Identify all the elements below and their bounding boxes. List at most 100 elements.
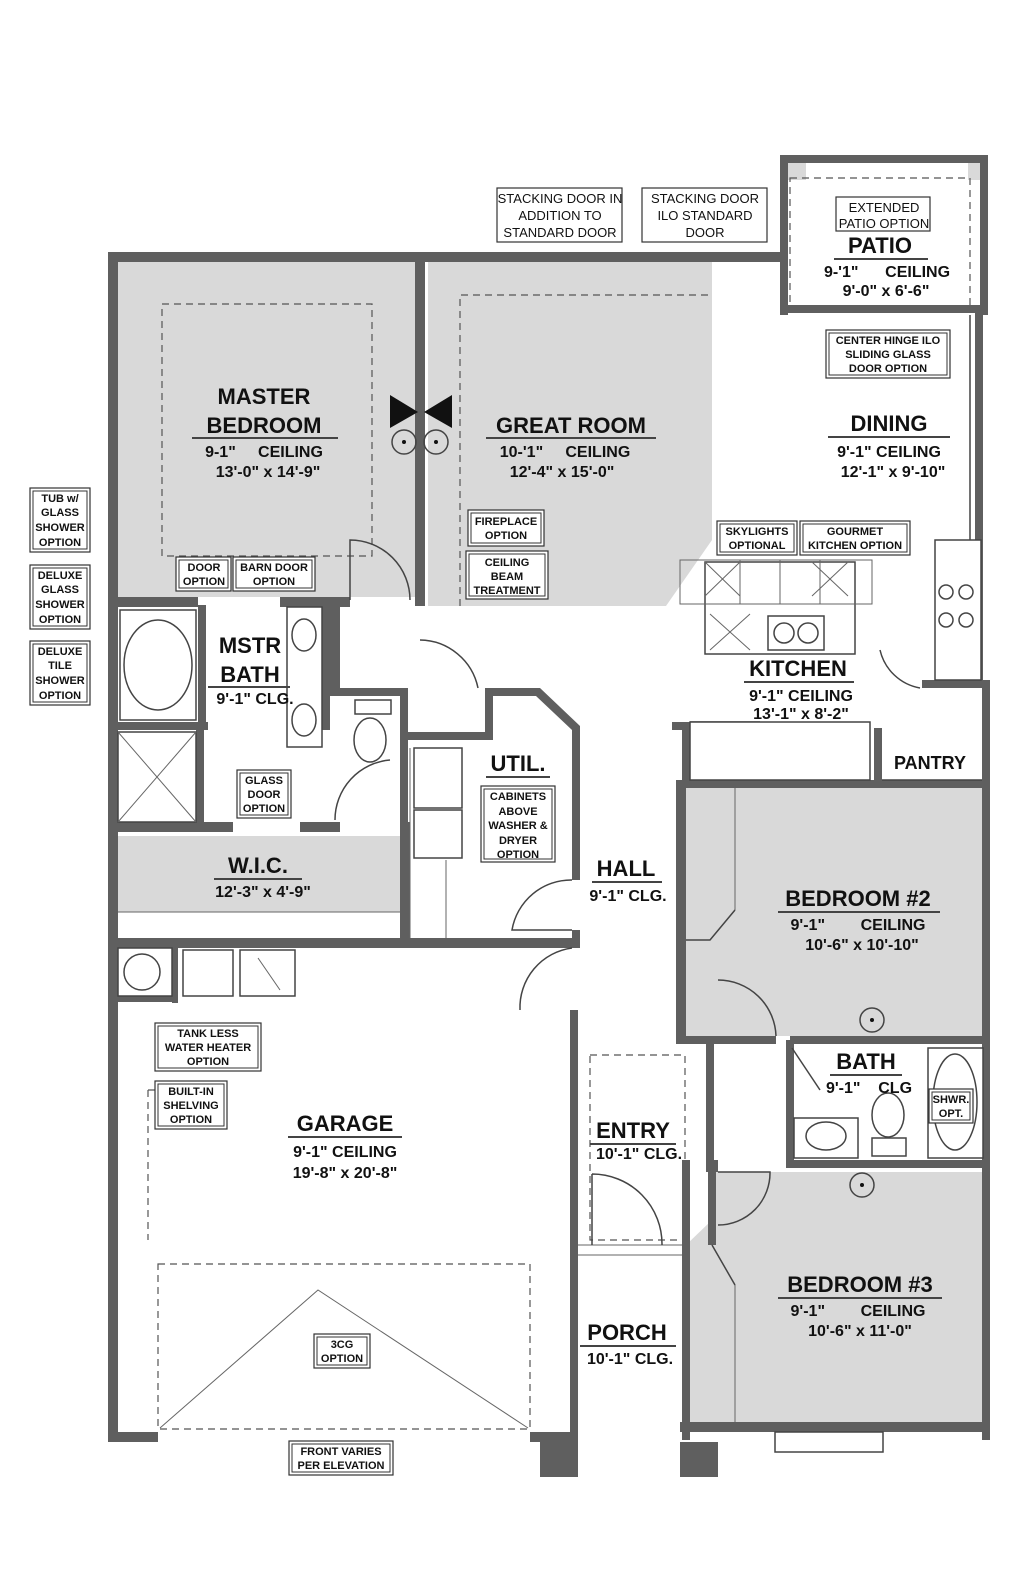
shelving-box	[154, 1080, 228, 1130]
skylight-x2	[704, 561, 741, 597]
barn-door-1: BARN DOOR	[240, 562, 308, 574]
wall-master-great-low	[415, 542, 425, 606]
stacking-door-ilo-3: DOOR	[686, 225, 725, 240]
deluxe-tile-shower-4: OPTION	[39, 690, 81, 702]
wall-patio-top	[780, 155, 988, 163]
fan-2	[423, 429, 449, 455]
master-bedroom-ceiling: 9-1" CEILING	[205, 444, 323, 461]
bed3-window	[774, 1431, 884, 1453]
util-washer	[413, 809, 463, 859]
wall-hall-east	[676, 780, 686, 1040]
wall-util-east-2	[572, 930, 580, 948]
mech-unit-1	[182, 949, 234, 997]
stacking-door-addition-3: STANDARD DOOR	[503, 225, 616, 240]
hall-closet-door	[419, 639, 479, 689]
glass-door-3: OPTION	[243, 803, 285, 815]
wc-tank	[354, 699, 392, 715]
doors	[334, 539, 921, 1246]
door-option-2: OPTION	[183, 576, 225, 588]
fireplace-2: OPTION	[485, 530, 527, 542]
porch-name: PORCH	[587, 1320, 666, 1345]
skylight-x4	[811, 561, 849, 597]
bed2-closet-angle	[686, 909, 736, 941]
wall-util-east	[572, 730, 580, 880]
smoke-detector-bed3-dot	[860, 1183, 864, 1187]
wall-patio-right	[980, 155, 988, 315]
wall-south-bed3	[680, 1422, 990, 1432]
wall-east-upper	[975, 310, 983, 680]
garage-bay-outline	[157, 1263, 531, 1430]
bedroom2-size: 10'-6" x 10'-10"	[805, 937, 919, 954]
bowtie-left	[390, 395, 418, 428]
mech-unit-2	[239, 949, 296, 997]
garage-ceiling: 9'-1" CEILING	[293, 1144, 397, 1161]
cabinets-washer-inner	[483, 788, 553, 860]
smoke-detector-bed3	[849, 1172, 875, 1198]
tankless-2: WATER HEATER	[165, 1042, 251, 1054]
range-burner-3	[938, 612, 954, 628]
smoke-detector-bed2	[859, 1007, 885, 1033]
dining-name: DINING	[851, 411, 928, 436]
cabinets-washer-3: WASHER &	[488, 820, 547, 832]
fan-1-dot	[402, 440, 406, 444]
deluxe-glass-shower-3: SHOWER	[35, 599, 85, 611]
wall-north-great	[420, 252, 720, 262]
wall-garage-mech	[108, 996, 178, 1002]
sink-bowl-2	[797, 622, 819, 644]
master-bath-name-2: BATH	[220, 662, 279, 687]
wall-master-bottom	[108, 597, 198, 607]
bed3-closet-angle	[711, 1244, 736, 1286]
util-counter	[413, 747, 463, 809]
glass-door-2: DOOR	[248, 789, 281, 801]
sink-1	[291, 618, 317, 652]
fireplace-box	[467, 509, 545, 547]
master-bedroom-size: 13'-0" x 14'-9"	[216, 464, 321, 481]
water-heater	[123, 953, 161, 991]
front-varies-2: PER ELEVATION	[298, 1460, 385, 1472]
tub-glass-shower-box	[29, 487, 91, 553]
tub	[119, 609, 197, 721]
master-bedroom-name-1: MASTER	[218, 384, 311, 409]
wall-util-top	[408, 688, 580, 740]
wall-bed3-angle	[708, 1165, 716, 1245]
wall-master-great	[415, 252, 425, 542]
center-hinge-2: SLIDING GLASS	[845, 349, 931, 361]
bath-vanity	[793, 1117, 859, 1159]
center-hinge-1: CENTER HINGE ILO	[836, 335, 941, 347]
ceiling-beam-box	[465, 550, 549, 600]
center-hinge-3: DOOR OPTION	[849, 363, 927, 375]
bed2-door	[717, 979, 777, 1037]
tub-glass-shower-inner	[32, 490, 88, 550]
util-name: UTIL.	[491, 751, 546, 776]
front-varies-inner	[291, 1443, 391, 1473]
glass-door-box	[236, 769, 292, 819]
range-counter	[934, 539, 982, 681]
stacking-door-addition-1: STACKING DOOR IN	[498, 191, 623, 206]
wall-kitchen-bottom	[672, 722, 982, 788]
kitchen-sink	[767, 615, 825, 651]
bath-wc-tank	[871, 1137, 907, 1157]
extended-patio-box	[835, 196, 931, 232]
shelving-1: BUILT-IN	[168, 1086, 214, 1098]
entry-ceiling: 10'-1" CLG.	[596, 1146, 682, 1163]
skylight-outline	[679, 559, 873, 605]
dining-size: 12'-1" x 9'-10"	[841, 464, 946, 481]
wall-wc-right	[400, 688, 408, 828]
fireplace-inner	[470, 512, 542, 544]
wall-patio-left	[780, 155, 788, 315]
great-room-size: 12'-4" x 15'-0"	[510, 464, 615, 481]
glass-door-1: GLASS	[245, 775, 283, 787]
smoke-detector-bed2-dot	[870, 1018, 874, 1022]
patio-size: 9'-0" x 6'-6"	[843, 283, 930, 300]
wall-bath-bottom	[108, 822, 233, 832]
skylights-1: SKYLIGHTS	[726, 526, 789, 538]
wall-east-lower	[982, 680, 990, 1440]
wall-pantry-top	[922, 680, 987, 688]
stacking-door-ilo-box	[641, 187, 768, 243]
pantry-door	[879, 649, 921, 689]
wall-wic-right	[400, 822, 410, 942]
great-room-ceiling: 10-'1" CEILING	[500, 444, 631, 461]
interior-lines	[118, 315, 982, 1453]
wall-wc-top	[330, 688, 408, 696]
